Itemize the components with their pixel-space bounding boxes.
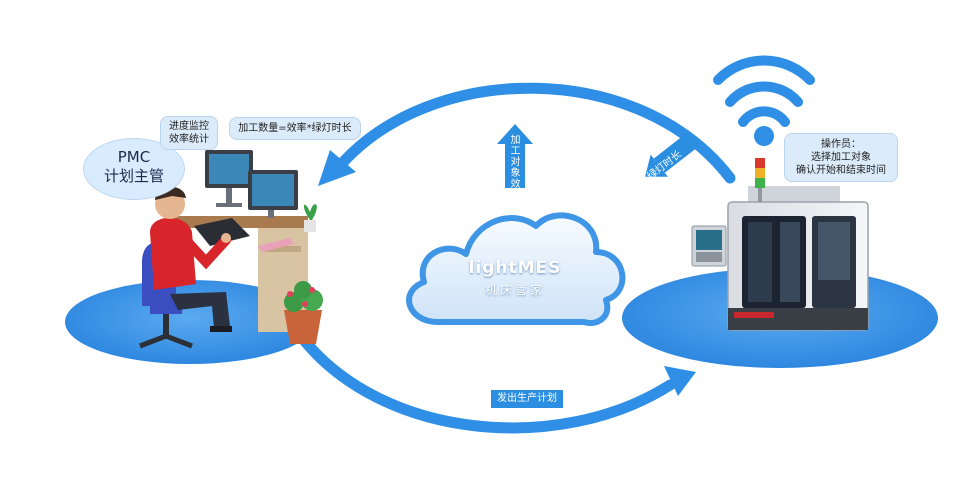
formula-callout: 加工数量=效率*绿灯时长 [229, 117, 361, 140]
up-arrow-label: 加工对象效率 [508, 134, 519, 200]
monitor-callout-line2: 效率统计 [169, 134, 209, 145]
bottom-flow-arrowhead [664, 366, 696, 396]
cnc-machine-icon [691, 158, 869, 331]
operator-callout-line2: 选择加工对象 [811, 152, 871, 163]
cloud-subtitle-text: 机床管家 [484, 283, 545, 297]
wifi-icon [713, 55, 815, 146]
cloud-brand-text: lightMES [468, 258, 562, 278]
pmc-role-bubble: PMC 计划主管 [83, 138, 185, 200]
pmc-role-line1: PMC [117, 148, 151, 166]
monitor-callout: 进度监控 效率统计 [160, 116, 218, 150]
operator-callout-line3: 确认开始和结束时间 [796, 165, 886, 176]
up-arrow-head [497, 124, 533, 144]
potted-plant-icon [284, 281, 323, 344]
monitor-callout-line1: 进度监控 [169, 121, 209, 132]
pmc-role-line2: 计划主管 [103, 167, 164, 185]
bottom-flow-arrow [294, 329, 676, 434]
cloud-icon [406, 212, 626, 326]
top-flow-arrowhead [318, 150, 356, 186]
left-platform [65, 280, 315, 364]
desk-plant-icon [303, 204, 317, 232]
operator-callout: 操作员： 选择加工对象 确认开始和结束时间 [784, 133, 898, 182]
monitor-icon [205, 150, 253, 207]
bottom-arrow-label: 发出生产计划 [491, 390, 563, 408]
up-arrow-shaft [505, 142, 525, 188]
right-up-arrow [645, 131, 700, 177]
operator-callout-line1: 操作员： [821, 139, 861, 150]
formula-callout-text: 加工数量=效率*绿灯时长 [238, 123, 352, 134]
